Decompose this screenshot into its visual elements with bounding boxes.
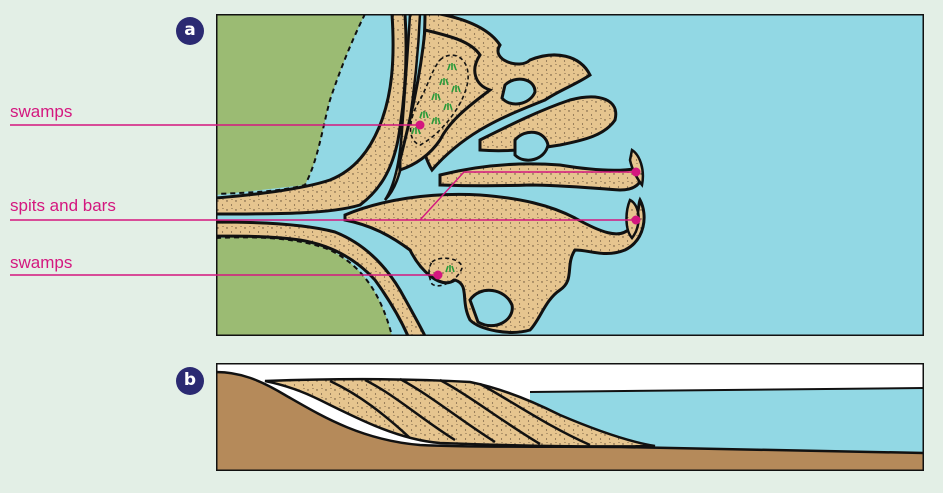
panel-a-map <box>216 14 924 336</box>
lake-3 <box>470 290 512 325</box>
panel-b-badge: b <box>176 367 204 395</box>
label-swamps-lower: swamps <box>10 254 72 271</box>
lake-2 <box>515 132 548 160</box>
panel-a-badge: a <box>176 17 204 45</box>
label-spits-and-bars: spits and bars <box>10 197 116 214</box>
lake-1 <box>502 79 535 104</box>
label-swamps-upper: swamps <box>10 103 72 120</box>
panel-b-section <box>216 363 924 471</box>
